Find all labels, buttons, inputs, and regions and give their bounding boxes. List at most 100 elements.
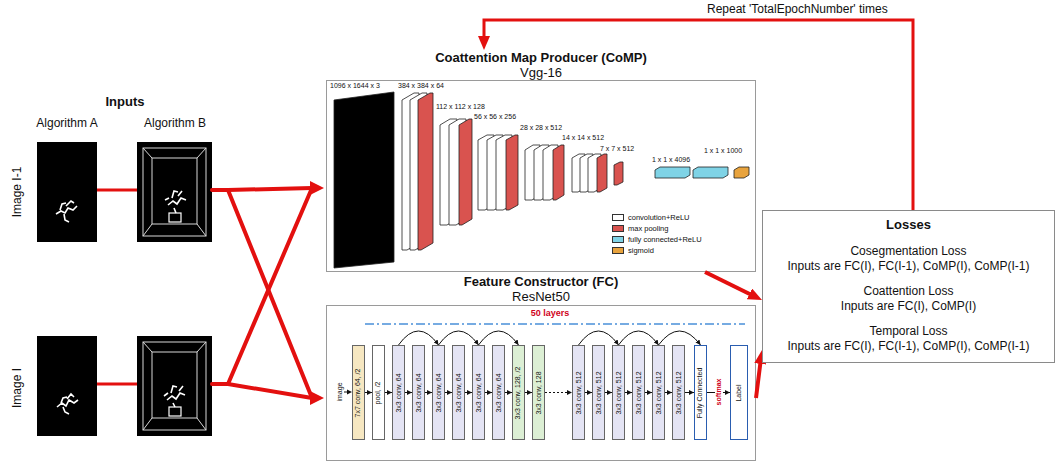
loss-name: Temporal Loss (767, 324, 1050, 339)
dimension-label: 384 x 384 x 64 (398, 82, 444, 90)
layer-name: 3x3 conv, 512 (635, 371, 643, 414)
section-heading: Inputs (106, 95, 145, 110)
dimension-label: 56 x 56 x 256 (474, 113, 516, 121)
depth-label: 50 layers (531, 308, 570, 318)
thumbnail (137, 142, 212, 242)
layer-box: 3x3 conv, 128, /2 (512, 345, 525, 440)
layer-arrow (659, 331, 701, 345)
pool-slab (614, 162, 623, 185)
layer-arrow (439, 331, 479, 345)
thumbnail (37, 336, 97, 436)
layer-name: 3x3 conv, 512 (655, 371, 663, 414)
layer-name: 3x3 conv, 512 (675, 371, 683, 414)
legend-text: max pooling (628, 224, 668, 233)
layer-box: 3x3 conv, 64 (392, 345, 405, 440)
layer-box: 7x7 conv, 64, /2 (352, 345, 365, 440)
figure-frame (327, 81, 756, 272)
dimension-label: 7 x 7 x 512 (600, 145, 634, 153)
pot (169, 407, 181, 416)
chamber-edges (143, 148, 206, 236)
loss-name: Cosegmentation Loss (767, 244, 1050, 259)
row-heading: Image I-1 (11, 167, 25, 218)
pair-link (97, 383, 137, 386)
layer-box: 3x3 conv, 512 (612, 345, 625, 440)
layer-box: pool, /2 (372, 345, 385, 440)
dimension-label: 1096 x 1644 x 3 (330, 82, 380, 90)
layer-arrow (445, 392, 452, 393)
layer-arrow (545, 392, 572, 393)
layer-arrow (625, 392, 632, 393)
layer-name: 3x3 conv, 64 (415, 373, 423, 412)
fc-bar (655, 167, 690, 178)
panel-heading: Coattention Map Producer (CoMP) (326, 50, 756, 65)
legend-swatch (612, 225, 624, 232)
edge-label: Repeat 'TotalEpochNumber' times (705, 3, 890, 17)
input-thumbnail-pair (37, 142, 212, 242)
input-thumbnail-pair (37, 336, 212, 436)
legend-text: fully connected+ReLU (628, 235, 702, 244)
loss-box: LossesCosegmentation LossInputs are FC(I… (762, 210, 1055, 363)
legend-swatch (612, 214, 624, 221)
pool-slab (553, 145, 564, 200)
layer-name: pool, /2 (375, 381, 383, 404)
legend-text: convolution+ReLU (628, 213, 690, 222)
pool-slab (506, 135, 518, 210)
layer-box: 3x3 conv, 512 (672, 345, 685, 440)
chamber-edges (143, 342, 206, 430)
flow-arrow (756, 360, 761, 398)
input-label: image (336, 382, 344, 401)
layer-name: 3x3 conv, 128, /2 (515, 366, 523, 419)
layer-name: Fully Connected (697, 367, 705, 418)
dimension-label: 1 x 1 x 1000 (704, 147, 742, 155)
layer-name: 7x7 conv, 64, /2 (355, 368, 363, 417)
layer-arrow (505, 392, 512, 393)
loss-inputs: Inputs are FC(I), FC(I-1), CoMP(I), CoMP… (767, 339, 1050, 354)
plant-edges (164, 386, 185, 407)
layer-name: 3x3 conv, 512 (615, 371, 623, 414)
layer-box: 3x3 conv, 64 (412, 345, 425, 440)
layer-name: 3x3 conv, 64 (435, 373, 443, 412)
panel-heading: Feature Constructor (FC) (326, 274, 756, 289)
vgg-layers (334, 92, 749, 268)
dimension-label: 28 x 28 x 512 (520, 124, 562, 132)
layer-arrow (585, 392, 592, 393)
row-heading: Image I (11, 368, 25, 408)
dimension-label: 1 x 1 x 4096 (652, 156, 690, 164)
input-arrows (212, 188, 312, 398)
loss-inputs: Inputs are FC(I), FC(I-1), CoMP(I), CoMP… (767, 259, 1050, 274)
arrow-head (310, 391, 324, 405)
dimension-label: 14 x 14 x 512 (562, 134, 604, 142)
layer-arrow (525, 392, 532, 393)
layer-arrow (485, 392, 492, 393)
layer-arrow (365, 392, 372, 393)
layer-box: 3x3 conv, 512 (652, 345, 665, 440)
pool-slab (597, 154, 607, 192)
layer-arrow (645, 392, 652, 393)
thumbnail (137, 336, 212, 436)
layer-arrow (385, 392, 392, 393)
arrow-head (310, 181, 324, 195)
layer-box: 3x3 conv, 64 (452, 345, 465, 440)
layer-box: 3x3 conv, 512 (632, 345, 645, 440)
layer-box: 3x3 conv, 512 (572, 345, 585, 440)
layer-name: 3x3 conv, 512 (575, 371, 583, 414)
column-heading: Algorithm A (36, 117, 97, 131)
plant-mask (56, 201, 77, 222)
loss-inputs: Inputs are FC(I), CoMP(I) (767, 299, 1050, 314)
layer-arrow (619, 331, 659, 345)
pool-slab (459, 119, 472, 225)
plant-edges (165, 191, 186, 213)
loss-name: Coattention Loss (767, 284, 1050, 299)
output-label: softmax (714, 377, 722, 408)
layer-arrow (399, 331, 439, 345)
layer-name: Label (735, 384, 743, 401)
legend-item: max pooling (612, 224, 668, 233)
layer-name: 3x3 conv, 512 (595, 371, 603, 414)
pot (169, 213, 181, 222)
pool-slab (418, 93, 433, 250)
pair-link (97, 189, 137, 192)
flow-arrow (484, 20, 913, 210)
layer-arrow (685, 392, 694, 393)
legend-item: convolution+ReLU (612, 213, 690, 222)
layer-name: 3x3 conv, 64 (395, 373, 403, 412)
